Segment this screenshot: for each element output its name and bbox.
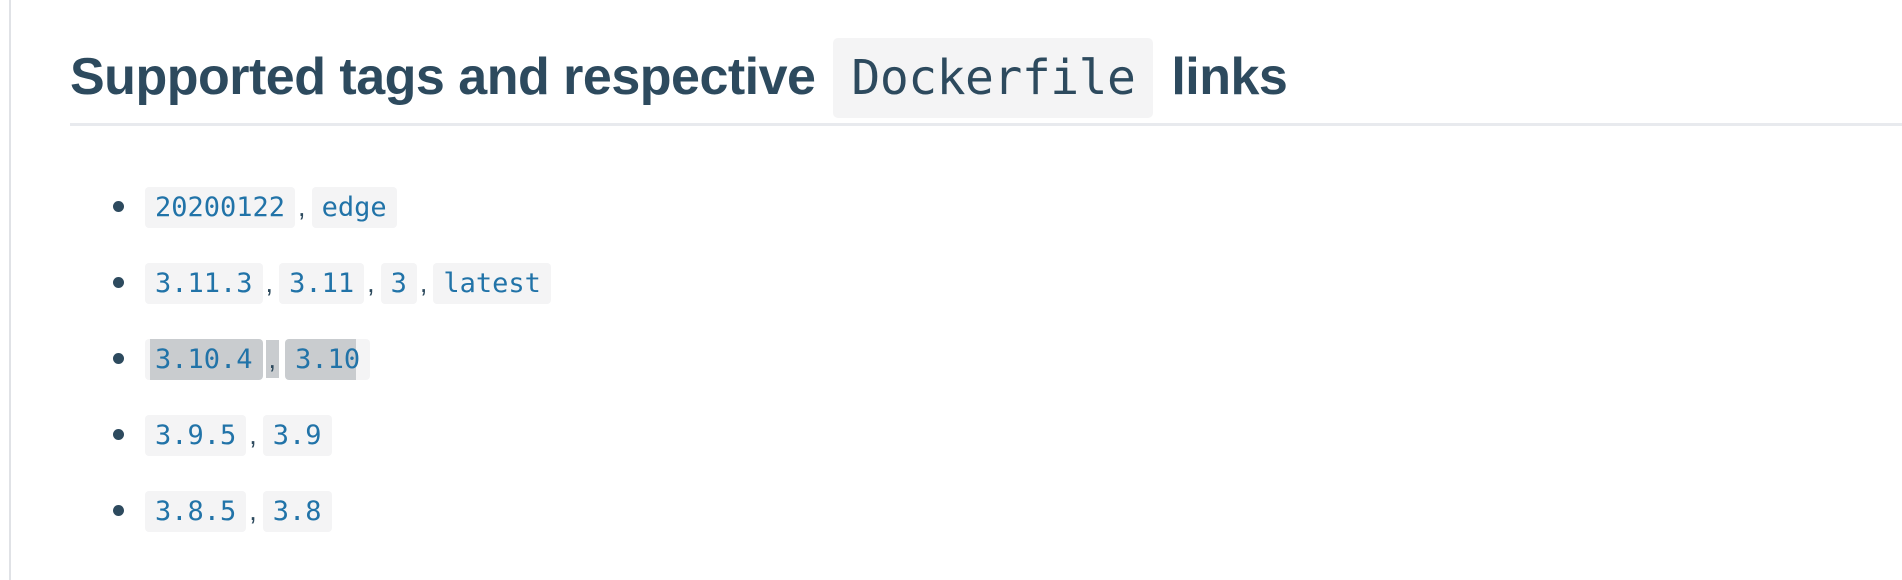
page-title: Supported tags and respective Dockerfile… bbox=[70, 0, 1902, 126]
tag-list-item: 3.11.3,3.11,3,latest bbox=[113, 263, 1902, 304]
tag-code: 3.8 bbox=[262, 491, 332, 532]
tag-code: 3.11 bbox=[279, 263, 365, 304]
tag-list-item: 20200122,edge bbox=[113, 187, 1902, 228]
tag-code: 20200122 bbox=[145, 187, 296, 228]
tag-separator: , bbox=[419, 268, 428, 298]
tag-link[interactable]: 20200122 bbox=[145, 187, 296, 228]
tag-separator: , bbox=[298, 192, 306, 222]
tag-link[interactable]: 3.9 bbox=[262, 415, 332, 456]
tag-link[interactable]: 3.11.3 bbox=[145, 263, 263, 304]
tag-code: 3.9.5 bbox=[145, 415, 247, 456]
tag-code: 3.8.5 bbox=[145, 491, 247, 532]
page-title-suffix: links bbox=[1157, 48, 1288, 106]
content-left-border bbox=[9, 0, 11, 580]
tag-separator: , bbox=[367, 268, 375, 298]
tag-list-item: 3.8.5,3.8 bbox=[113, 491, 1902, 532]
readme-section: Supported tags and respective Dockerfile… bbox=[70, 0, 1902, 532]
tag-code: 3.9 bbox=[262, 415, 332, 456]
tag-code: latest bbox=[433, 263, 551, 304]
tag-code: 3.10 bbox=[285, 339, 371, 380]
tag-link[interactable]: 3.8 bbox=[262, 491, 332, 532]
tag-list-item: 3.9.5,3.9 bbox=[113, 415, 1902, 456]
tag-separator: , bbox=[249, 420, 257, 450]
tag-link[interactable]: latest bbox=[433, 263, 551, 304]
tag-link[interactable]: 3.8.5 bbox=[145, 491, 247, 532]
tag-separator: , bbox=[265, 340, 280, 378]
tag-list-item: 3.10.4,3.10 bbox=[113, 339, 1902, 380]
tag-code: 3.11.3 bbox=[145, 263, 263, 304]
page-title-prefix: Supported tags and respective bbox=[70, 48, 830, 106]
tag-link[interactable]: 3.9.5 bbox=[145, 415, 247, 456]
tag-link[interactable]: 3.10 bbox=[285, 339, 371, 380]
tag-separator: , bbox=[249, 496, 257, 526]
tag-link[interactable]: 3.10.4 bbox=[145, 339, 263, 380]
tag-code: 3 bbox=[380, 263, 417, 304]
tag-link[interactable]: 3 bbox=[380, 263, 417, 304]
tag-link[interactable]: edge bbox=[311, 187, 397, 228]
tag-separator: , bbox=[265, 268, 274, 298]
dockerfile-inline-code: Dockerfile bbox=[833, 38, 1154, 118]
tag-code: 3.10.4 bbox=[145, 339, 263, 380]
tag-code: edge bbox=[311, 187, 397, 228]
tag-link[interactable]: 3.11 bbox=[279, 263, 365, 304]
